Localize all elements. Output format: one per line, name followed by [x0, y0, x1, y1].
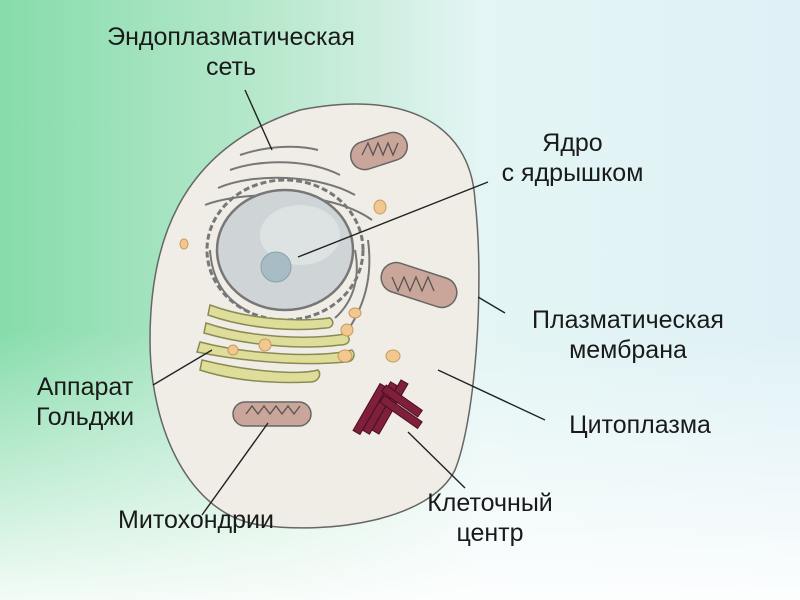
- vesicle: [348, 307, 362, 319]
- label-line: Ядро: [542, 129, 603, 157]
- label-endoplasmic-reticulum: Эндоплазматическая сеть: [66, 22, 396, 82]
- label-cytoplasm: Цитоплазма: [540, 410, 740, 440]
- label-line: Цитоплазма: [569, 411, 711, 439]
- label-line: сеть: [205, 53, 257, 81]
- vesicles: [179, 199, 401, 363]
- mitochondrion: [232, 401, 312, 427]
- leader-line-centrosome: [407, 431, 466, 489]
- label-line: Плазматическая: [532, 306, 724, 334]
- label-line: Гольджи: [35, 403, 135, 431]
- label-line: с ядрышком: [501, 159, 644, 187]
- leader-line-golgi: [152, 349, 213, 386]
- nucleolus: [260, 251, 292, 283]
- leader-line-cytoplasm: [437, 369, 546, 421]
- golgi-apparatus: [196, 303, 355, 384]
- vesicle: [340, 323, 354, 337]
- label-line: Аппарат: [36, 373, 134, 401]
- label-mitochondria: Митохондрии: [86, 505, 306, 535]
- nuclear-envelope-outer: [205, 178, 365, 322]
- label-golgi: Аппарат Гольджи: [10, 372, 160, 432]
- vesicle: [227, 344, 239, 356]
- vesicle: [179, 238, 189, 250]
- centriole: [380, 384, 424, 418]
- centrosome: [352, 379, 424, 436]
- nucleoplasm-highlight: [260, 205, 340, 265]
- label-line: мембрана: [569, 336, 687, 364]
- nucleus: [205, 178, 365, 322]
- label-line: Клеточный: [427, 489, 553, 517]
- vesicle: [258, 338, 272, 352]
- leader-line-membrane: [477, 296, 506, 314]
- centriole: [352, 382, 388, 436]
- label-line: центр: [456, 519, 524, 547]
- vesicle: [385, 349, 401, 363]
- mitochondrion: [349, 131, 409, 171]
- leader-line-er: [244, 89, 273, 151]
- vesicle: [373, 199, 387, 215]
- leader-lines: [152, 89, 546, 516]
- label-nucleus: Ядро с ядрышком: [470, 128, 675, 188]
- label-centrosome: Клеточный центр: [395, 488, 585, 548]
- leader-line-mitochondria: [201, 422, 269, 516]
- label-line: Эндоплазматическая: [107, 23, 355, 51]
- vesicle: [337, 349, 353, 363]
- label-plasma-membrane: Плазматическая мембрана: [498, 305, 758, 365]
- leader-line-nucleus: [297, 181, 489, 258]
- mitochondria-cristae: [245, 141, 435, 416]
- label-line: Митохондрии: [118, 506, 274, 534]
- centriole: [379, 394, 423, 430]
